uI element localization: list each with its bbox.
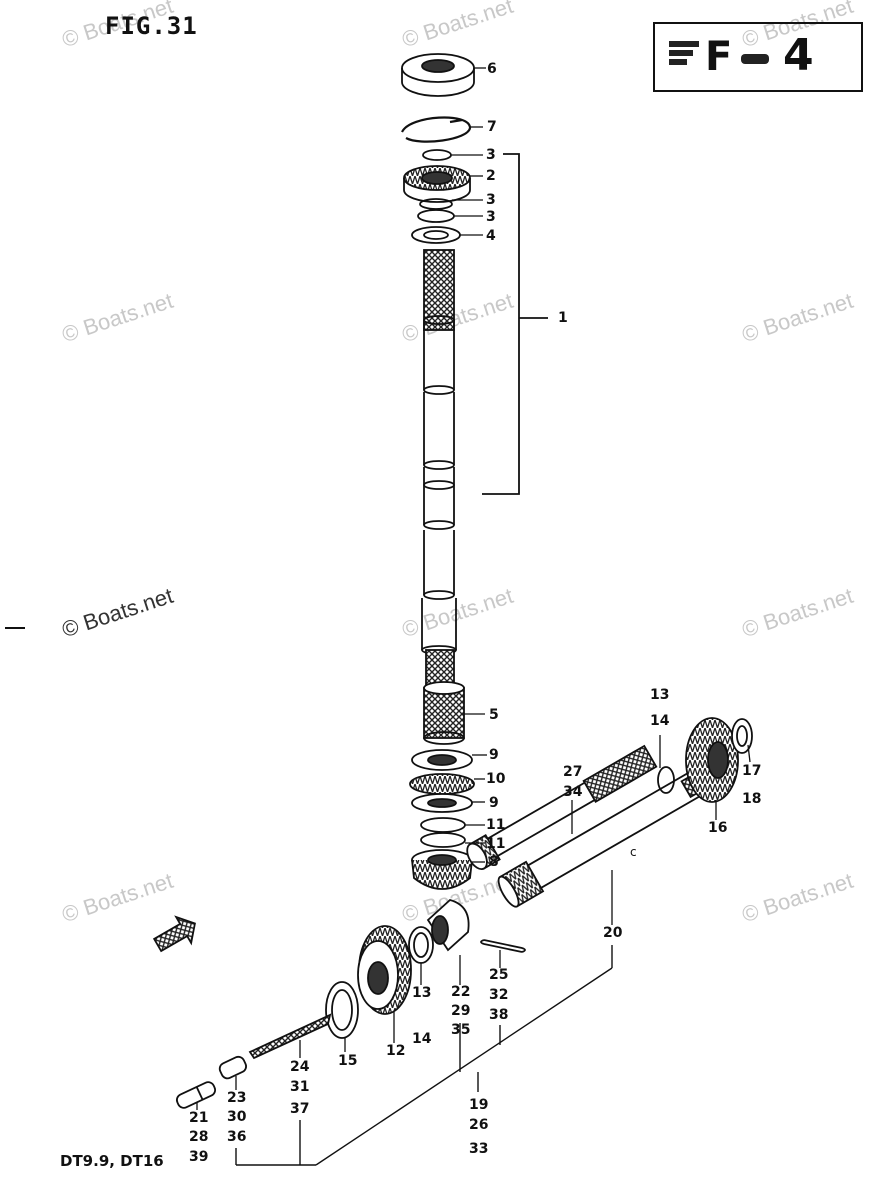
callout-36: 36 — [227, 1129, 247, 1145]
callout-10: 10 — [486, 771, 506, 787]
callout-9: 9 — [489, 747, 499, 763]
callout-13: 13 — [650, 687, 670, 703]
callout-3: 3 — [486, 192, 496, 208]
callout-11: 11 — [486, 836, 506, 852]
callout-7: 7 — [487, 119, 497, 135]
callout-20: 20 — [603, 925, 623, 941]
callout-33: 33 — [469, 1141, 489, 1157]
figure-title: FIG.31 — [105, 12, 198, 40]
pinion-gear-part-8 — [411, 849, 473, 890]
grouping-lines — [235, 945, 613, 1166]
callout-8: 8 — [489, 854, 499, 870]
callout-1: 1 — [558, 310, 568, 326]
model-caption: DT9.9, DT16 — [60, 1152, 164, 1170]
callout-31: 31 — [290, 1079, 310, 1095]
drive-shaft-part-1 — [421, 249, 457, 691]
badge-number: 4 — [783, 30, 814, 81]
callout-39: 39 — [189, 1149, 209, 1165]
callout-29: 29 — [451, 1003, 471, 1019]
callout-35: 35 — [451, 1022, 471, 1038]
model-badge: F 4 — [653, 22, 863, 92]
pin-part-25-32-38 — [480, 939, 526, 953]
callout-12: 12 — [386, 1043, 406, 1059]
callout-37: 37 — [290, 1101, 310, 1117]
callout-34: 34 — [563, 784, 583, 800]
callout-11: 11 — [486, 817, 506, 833]
plunger-part-21-28-39 — [175, 1081, 217, 1109]
washers-parts-9-10-11 — [409, 749, 475, 848]
washer-part-13-14 — [657, 766, 675, 794]
callout-23: 23 — [227, 1090, 247, 1106]
leader-lines — [196, 67, 751, 1110]
callout-16: 16 — [708, 820, 728, 836]
gear-part-12 — [357, 925, 412, 1015]
callout-38: 38 — [489, 1007, 509, 1023]
spring-part-24-31-37 — [248, 1013, 332, 1060]
shim-parts-3-4 — [411, 198, 461, 244]
callout-9: 9 — [489, 795, 499, 811]
washer-part-15 — [325, 981, 359, 1039]
callout-17: 17 — [742, 763, 762, 779]
callout-27: 27 — [563, 764, 583, 780]
callout-6: 6 — [487, 61, 497, 77]
callout-24: 24 — [290, 1059, 310, 1075]
bushing-part-5 — [423, 681, 465, 745]
callout-4: 4 — [486, 228, 496, 244]
callout-32: 32 — [489, 987, 509, 1003]
callout-14: 14 — [412, 1031, 432, 1047]
callout-c-mark: c — [630, 845, 637, 859]
callout-19: 19 — [469, 1097, 489, 1113]
callout-13: 13 — [412, 985, 432, 1001]
pin-part-23-30-36 — [218, 1055, 247, 1080]
front-arrow-icon — [152, 915, 196, 953]
callout-25: 25 — [489, 967, 509, 983]
callout-5: 5 — [489, 707, 499, 723]
callout-2: 2 — [486, 168, 496, 184]
badge-text-block — [669, 38, 699, 78]
callout-15: 15 — [338, 1053, 358, 1069]
callout-3: 3 — [486, 147, 496, 163]
callout-14: 14 — [650, 713, 670, 729]
callout-28: 28 — [189, 1129, 209, 1145]
callout-30: 30 — [227, 1109, 247, 1125]
badge-arrow-icon — [741, 54, 769, 64]
washer-part-13-14-lower — [408, 926, 434, 964]
bearing-part-6 — [401, 53, 475, 97]
badge-letter: F — [705, 34, 733, 80]
bevel-gear-part-16 — [685, 717, 739, 803]
clutch-part-22-29-35 — [426, 899, 470, 952]
callout-18: 18 — [742, 791, 762, 807]
bracket-part-1 — [482, 153, 548, 495]
washer-part-17-18 — [731, 718, 753, 754]
callout-26: 26 — [469, 1117, 489, 1133]
circlip-part-7 — [401, 116, 472, 143]
callout-21: 21 — [189, 1110, 209, 1126]
callout-22: 22 — [451, 984, 471, 1000]
callout-3: 3 — [486, 209, 496, 225]
gear-part-2 — [403, 149, 471, 203]
